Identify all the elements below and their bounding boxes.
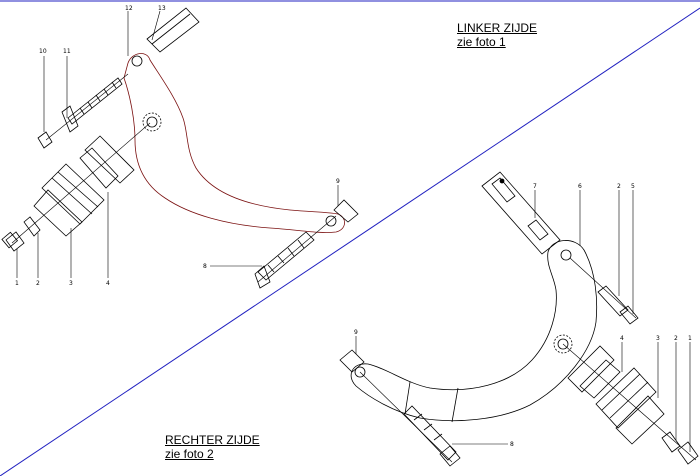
right-bolt8-axis — [359, 371, 453, 463]
right-bracket-outline — [350, 240, 598, 422]
right-bushing-4-inner — [579, 359, 621, 399]
right-shaft-axis — [562, 343, 697, 461]
left-assembly — [1, 7, 359, 289]
left-plate-13-edge — [151, 13, 191, 45]
left-shaft-axis — [11, 122, 151, 244]
left-bushing-4 — [84, 135, 135, 184]
right-housing-3-band1 — [601, 373, 641, 411]
left-side-title: LINKER ZIJDE — [457, 21, 538, 35]
right-main-hole-dash — [553, 334, 573, 354]
right-bushing-4 — [567, 345, 615, 393]
left-callouts: 1 2 3 4 8 9 10 11 12 13 — [15, 5, 340, 287]
left-bolt8-axis — [257, 215, 337, 283]
left-side-subtitle: zie foto 1 — [457, 35, 506, 49]
right-plate-7-slot — [491, 177, 516, 203]
callout-12-left: 12 — [125, 5, 133, 12]
left-end-hole — [325, 215, 337, 227]
callout-3-left: 3 — [69, 280, 73, 287]
callout-13-left: 13 — [158, 5, 166, 12]
left-bolt-head-1 — [1, 231, 19, 249]
left-housing-3 — [41, 163, 105, 225]
right-bracket-seam1 — [404, 381, 411, 415]
right-side-title: RECHTER ZIJDE — [165, 433, 260, 447]
callout-2b-right: 2 — [617, 183, 621, 190]
right-top-hole — [560, 249, 572, 261]
left-bolt-8 — [254, 231, 315, 289]
right-side-subtitle: zie foto 2 — [165, 447, 214, 461]
right-main-hole — [557, 338, 569, 350]
right-cap-9 — [339, 349, 365, 373]
right-plate-7-slot2 — [527, 219, 549, 241]
right-nut-1 — [677, 441, 699, 465]
right-bolt-5 — [597, 285, 629, 317]
left-housing-3-band2 — [57, 171, 99, 208]
callout-1-right: 1 — [688, 335, 692, 342]
left-housing-3-band1 — [51, 177, 93, 215]
callout-2-left: 2 — [36, 280, 40, 287]
right-housing-3-band2 — [609, 381, 649, 419]
callout-2-right: 2 — [674, 335, 678, 342]
right-side-heading: RECHTER ZIJDE zie foto 2 — [165, 433, 260, 461]
callout-8-right: 8 — [510, 441, 514, 448]
right-washer-2 — [661, 431, 681, 453]
right-assembly — [339, 171, 699, 467]
diagonal-divider-line — [0, 7, 700, 476]
right-nut-5 — [619, 305, 639, 325]
callout-9-right: 9 — [354, 329, 358, 336]
right-housing-3 — [595, 367, 657, 429]
callout-10-left: 10 — [39, 48, 47, 55]
left-bracket-outline — [123, 53, 345, 233]
left-side-heading: LINKER ZIJDE zie foto 1 — [457, 21, 537, 49]
callout-9-left: 9 — [336, 178, 340, 185]
left-bushing-4-inner — [79, 147, 119, 189]
left-nut-10 — [37, 131, 53, 149]
callout-4-left: 4 — [106, 280, 110, 287]
right-bolt-8 — [403, 405, 461, 467]
left-main-hole-dash — [142, 112, 162, 132]
left-top-hole — [131, 55, 143, 67]
callout-4-right: 4 — [620, 335, 624, 342]
left-main-hole — [146, 116, 158, 128]
callout-1-left: 1 — [15, 280, 19, 287]
callout-8-left: 8 — [203, 263, 207, 270]
left-leaders — [16, 10, 339, 278]
right-plate-7-hole — [499, 178, 505, 184]
left-washer-2 — [23, 216, 41, 237]
callout-5-right: 5 — [631, 183, 635, 190]
callout-7-right: 7 — [533, 183, 537, 190]
callout-3-right: 3 — [656, 335, 660, 342]
right-callouts: 1 2 3 4 5 6 7 8 9 2 — [354, 183, 692, 448]
left-plate-13 — [146, 7, 200, 53]
left-cap-9 — [333, 199, 359, 223]
left-axis-line — [45, 73, 129, 141]
right-bracket-seam2 — [451, 387, 459, 423]
callout-11-left: 11 — [63, 48, 71, 55]
right-leaders — [355, 190, 691, 452]
left-housing-3-cone — [33, 189, 83, 237]
right-plate-7 — [481, 171, 561, 255]
right-housing-3-cone — [615, 395, 665, 445]
callout-6-right: 6 — [578, 183, 582, 190]
right-end-hole — [354, 366, 366, 378]
